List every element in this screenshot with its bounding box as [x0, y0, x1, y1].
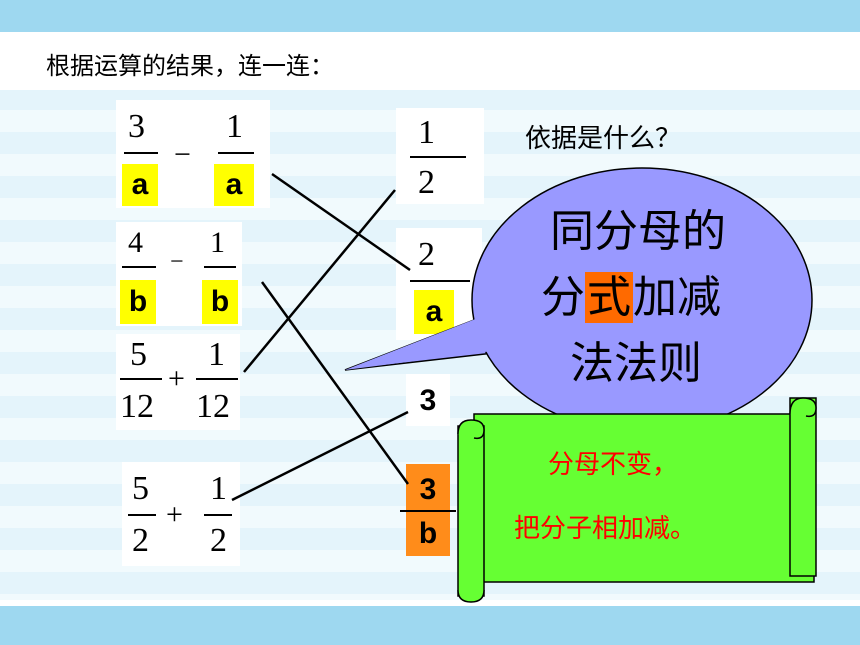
result-value: 3 [419, 384, 437, 417]
result-numerator: 2 [418, 236, 435, 273]
denominator-1: 12 [120, 388, 154, 425]
fraction-bar [410, 280, 470, 282]
numerator-2: 1 [208, 336, 225, 373]
instruction-heading: 根据运算的结果，连一连： [46, 52, 334, 80]
numerator-2: 1 [210, 470, 227, 507]
result-3[interactable]: 3 [406, 374, 450, 426]
fraction-bar [196, 378, 238, 380]
bubble-line-1: 同分母的 [550, 206, 726, 257]
bubble-word-1: 分 [541, 272, 585, 323]
scroll-line-2: 把分子相加减。 [514, 514, 697, 544]
expression-4[interactable]: 5 2 + 1 2 [122, 462, 240, 566]
result-4[interactable]: 3 b [400, 464, 456, 556]
result-1[interactable]: 1 2 [396, 108, 484, 204]
denominator-2: b [202, 280, 238, 324]
numerator-2: 1 [226, 108, 243, 145]
bubble-highlight-word: 式 [585, 272, 633, 323]
operator: − [170, 249, 184, 275]
denominator-1: b [120, 280, 156, 324]
bottom-band [0, 606, 860, 645]
bottom-divider [0, 600, 860, 606]
denominator-2: 12 [196, 388, 230, 425]
expression-3[interactable]: 5 12 + 1 12 [116, 334, 240, 430]
connection-line [231, 410, 409, 502]
bubble-line-3: 法法则 [570, 338, 702, 389]
denominator-1: 2 [132, 522, 149, 559]
result-numerator: 3 [419, 473, 437, 506]
top-divider [0, 32, 860, 38]
connection-line [260, 281, 410, 485]
numerator-1: 3 [128, 108, 145, 145]
connection-line [271, 172, 411, 272]
numerator-1: 5 [132, 470, 149, 507]
fraction-bar [410, 156, 466, 158]
fraction-bar [204, 266, 236, 268]
result-denominator: 2 [418, 164, 435, 201]
fraction-bar [128, 514, 156, 516]
denominator-1: a [122, 164, 158, 206]
result-denominator: a [414, 290, 454, 334]
title-strip [0, 38, 860, 90]
fraction-bar [122, 266, 156, 268]
operator: + [166, 498, 183, 531]
fraction-bar [120, 378, 162, 380]
fraction-bar [218, 152, 254, 154]
operator: + [168, 362, 185, 395]
fraction-bar [400, 510, 456, 512]
question-text: 依据是什么？ [525, 124, 682, 154]
denominator-2: 2 [210, 522, 227, 559]
expression-2[interactable]: 4 b − 1 b [116, 222, 242, 326]
result-denominator: b [418, 517, 438, 550]
operator: − [174, 138, 191, 171]
top-band [0, 0, 860, 32]
bubble-line-2: 分式加减 [541, 272, 721, 323]
denominator-2: a [214, 164, 254, 206]
scroll-line-1: 分母不变， [548, 450, 679, 480]
numerator-2: 1 [210, 226, 225, 259]
numerator-1: 4 [128, 226, 143, 259]
result-2[interactable]: 2 a [396, 228, 482, 340]
result-numerator: 1 [418, 114, 435, 151]
numerator-1: 5 [130, 336, 147, 373]
bubble-word-2: 加减 [633, 272, 721, 323]
fraction-bar [204, 514, 232, 516]
connection-line [243, 189, 396, 373]
expression-1[interactable]: 3 a − 1 a [116, 100, 270, 208]
fraction-bar [124, 152, 158, 154]
